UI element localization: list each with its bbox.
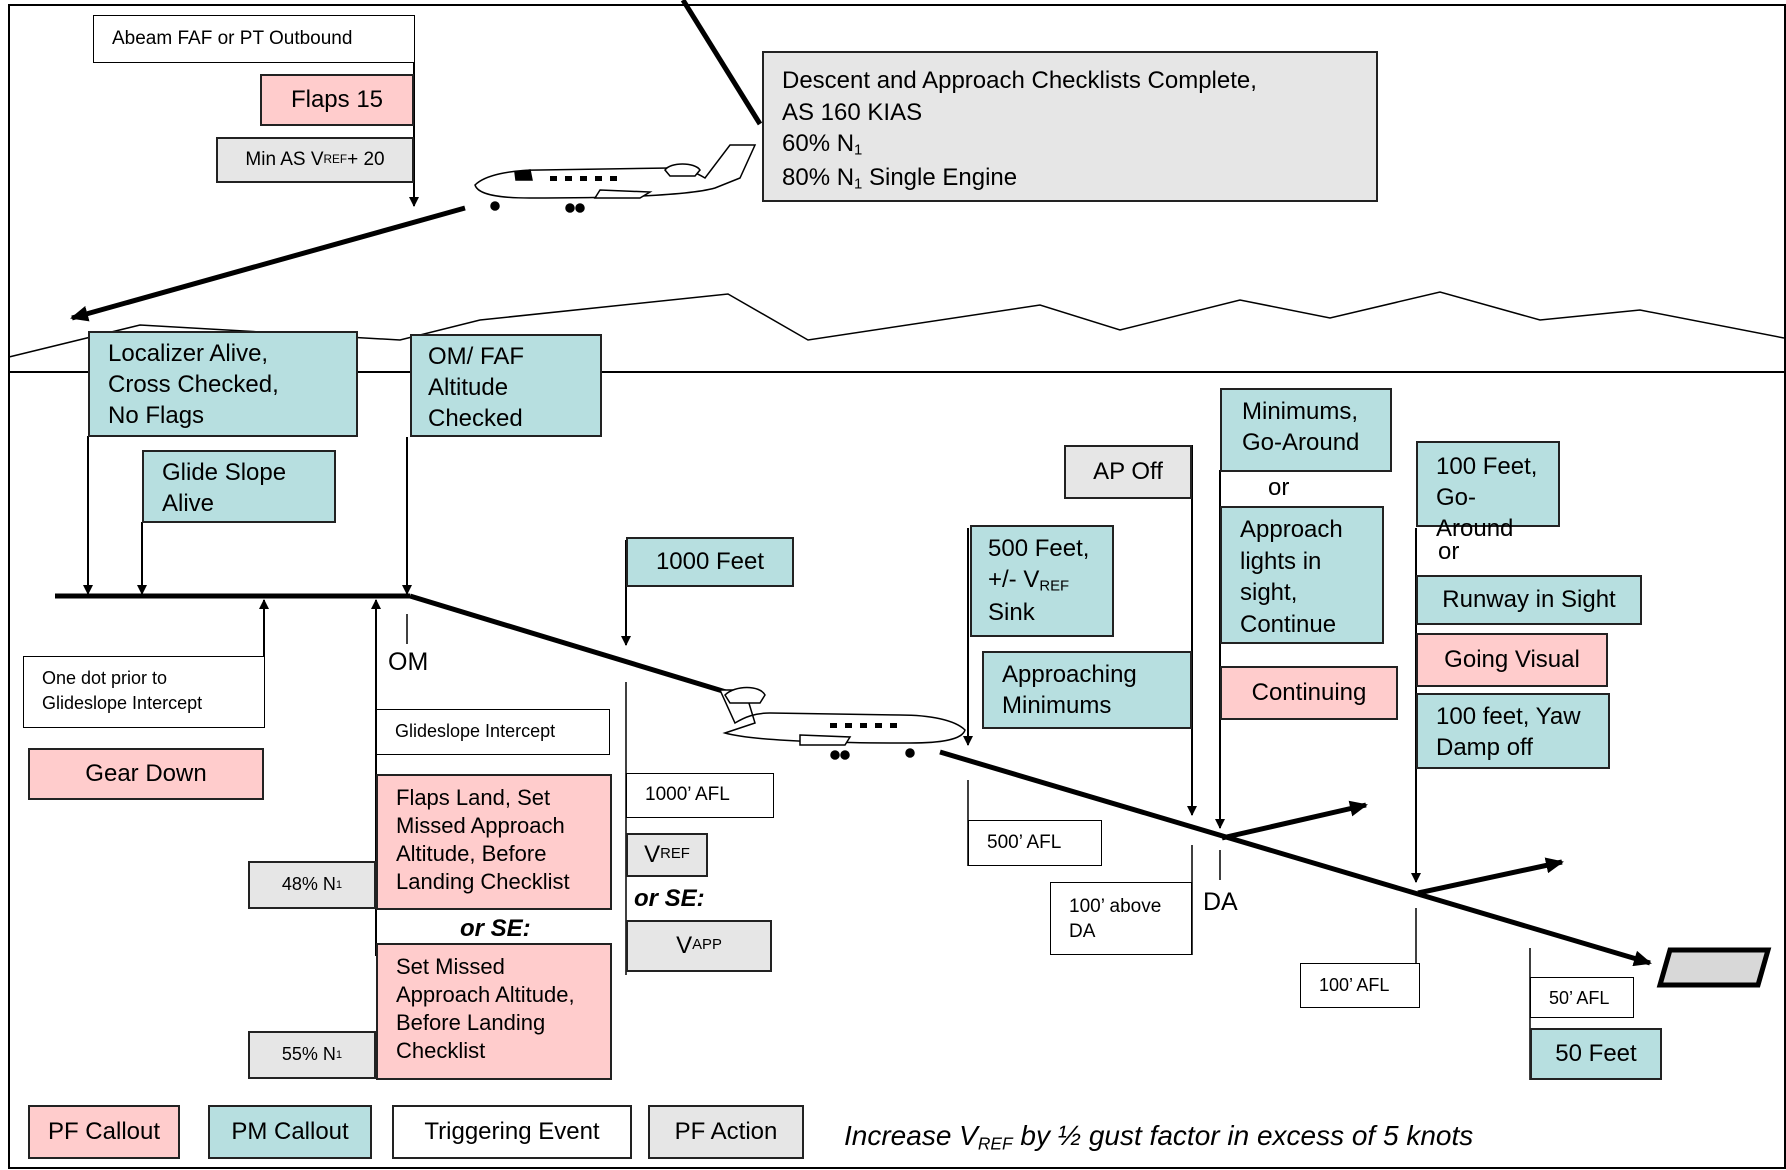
om-label: OM — [388, 648, 429, 676]
glidepath-lower — [939, 749, 1652, 967]
or-se-label-2: or SE: — [634, 885, 705, 912]
minimums-go-around-callout: Minimums,Go-Around — [1220, 388, 1392, 472]
afl500-event: 500’ AFL — [968, 820, 1102, 866]
airplane-icon-bottom — [718, 686, 966, 760]
five-hundred-feet-callout: 500 Feet, +/- VREF Sink — [970, 525, 1114, 637]
afl50-event: 50’ AFL — [1530, 977, 1634, 1018]
descent-line-3: 60% N1 — [782, 130, 863, 160]
localizer-alive-callout: Localizer Alive,Cross Checked,No Flags — [88, 331, 358, 437]
gear-down-callout: Gear Down — [28, 748, 264, 800]
or-se-label-1: or SE: — [460, 915, 531, 942]
runway-in-sight-callout: Runway in Sight — [1416, 575, 1642, 625]
outer-border — [8, 4, 1786, 1169]
airplane-icon-top — [474, 144, 757, 213]
afl1000-event: 1000’ AFL — [626, 773, 774, 818]
descent-line-1: Descent and Approach Checklists Complete… — [782, 67, 1257, 94]
descent-line-upper — [70, 205, 466, 322]
going-visual-callout: Going Visual — [1416, 633, 1608, 687]
legend-pf-action: PF Action — [648, 1105, 804, 1159]
glideslope-intercept-event: Glideslope Intercept — [376, 709, 610, 755]
da-label: DA — [1203, 888, 1238, 916]
thousand-feet-callout: 1000 Feet — [626, 537, 794, 587]
descent-checklists-action: Descent and Approach Checklists Complete… — [762, 51, 1378, 202]
fifty-feet-callout: 50 Feet — [1530, 1028, 1662, 1080]
descent-line-4: 80% N1 Single Engine — [782, 163, 1018, 193]
afl100-event: 100’ AFL — [1300, 963, 1420, 1008]
runway — [1656, 947, 1772, 988]
descent-line-2: AS 160 KIAS — [782, 98, 923, 126]
missed-approach-arrow-100 — [1417, 857, 1564, 896]
gust-factor-note: Increase VREF by ½ gust factor in excess… — [844, 1120, 1474, 1154]
missed-approach-arrow-da — [1221, 800, 1368, 841]
min-as-post: + 20 — [347, 148, 385, 170]
or-label-2: or — [1438, 538, 1460, 565]
descent-line-upper-right — [680, 0, 763, 126]
abeam-faf-event: Abeam FAF or PT Outbound — [93, 15, 415, 63]
hundred-feet-go-around-callout: 100 Feet,Go-Around — [1416, 441, 1560, 542]
ap-off-action: AP Off — [1064, 445, 1192, 499]
legend-triggering-event: Triggering Event — [392, 1105, 632, 1159]
continuing-callout: Continuing — [1220, 666, 1398, 720]
min-as-sub: REF — [323, 153, 348, 167]
or-label-1: or — [1268, 474, 1290, 501]
flaps-15-callout: Flaps 15 — [260, 74, 414, 126]
min-as-pre: Min AS V — [245, 148, 324, 170]
legend-pm-callout: PM Callout — [208, 1105, 372, 1159]
glidepath-upper — [409, 593, 727, 695]
legend-pf-callout: PF Callout — [28, 1105, 180, 1159]
